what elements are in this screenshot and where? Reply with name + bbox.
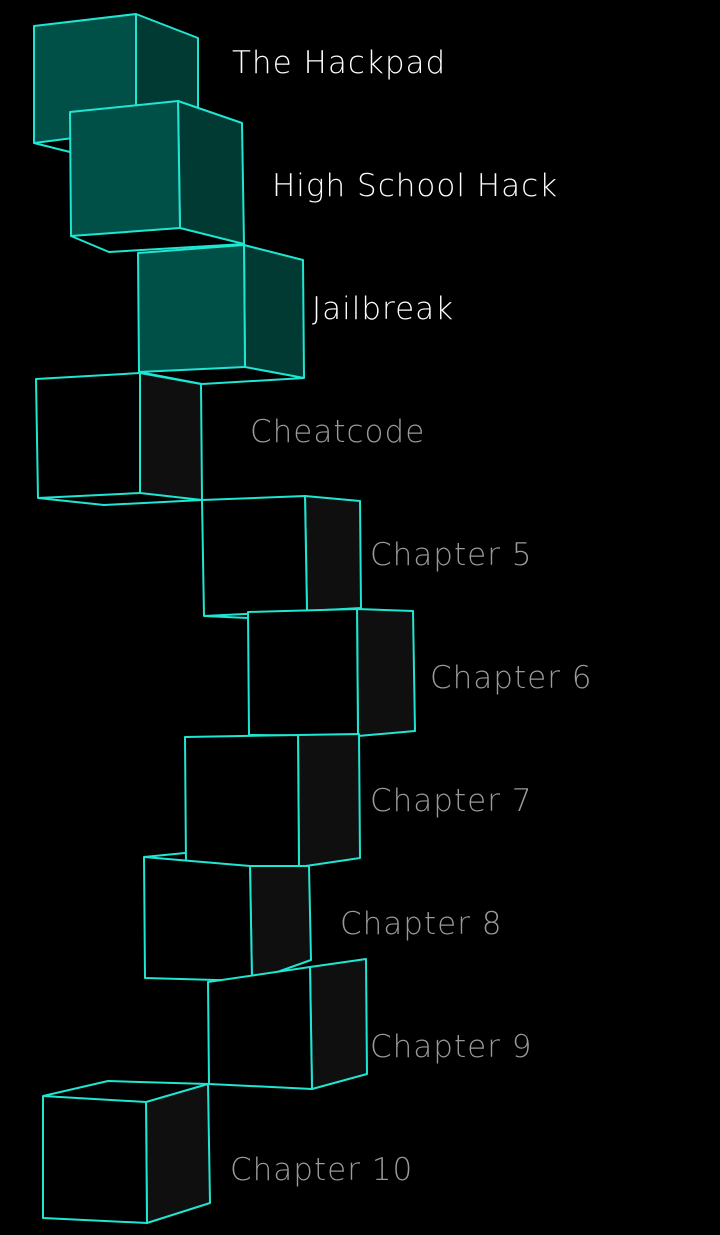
- cube-front-face: [247, 608, 359, 737]
- cube-side-face: [297, 733, 361, 868]
- cube-edge: [37, 497, 203, 506]
- level-label-7[interactable]: Chapter 7: [370, 783, 533, 819]
- cube-edge: [42, 1080, 209, 1097]
- cube-side-face: [139, 372, 203, 501]
- level-label-2[interactable]: High School Hack: [272, 168, 559, 204]
- chapter-cube-6[interactable]: [247, 608, 416, 737]
- cube-edge: [33, 142, 71, 153]
- cube-front-face: [35, 372, 141, 499]
- cube-front-face: [207, 966, 313, 1090]
- cube-front-face: [143, 856, 253, 982]
- cube-side-face: [309, 958, 368, 1090]
- cube-side-face: [145, 1083, 211, 1224]
- cube-front-face: [137, 244, 246, 373]
- cube-side-face: [249, 865, 312, 982]
- cube-edge: [203, 615, 249, 619]
- cube-side-face: [356, 608, 416, 737]
- chapter-cube-4[interactable]: [35, 372, 203, 506]
- chapter-cube-2[interactable]: [69, 100, 245, 253]
- chapter-cube-8[interactable]: [143, 856, 312, 982]
- level-label-9[interactable]: Chapter 9: [370, 1029, 533, 1065]
- cube-edge: [143, 852, 186, 858]
- chapter-cube-5[interactable]: [201, 495, 362, 619]
- level-label-3[interactable]: Jailbreak: [312, 291, 455, 327]
- cube-front-face: [42, 1095, 148, 1224]
- cube-edge: [70, 235, 245, 253]
- cube-front-face: [201, 495, 308, 617]
- level-label-1[interactable]: The Hackpad: [232, 45, 447, 81]
- chapter-cube-7[interactable]: [143, 733, 361, 868]
- level-label-8[interactable]: Chapter 8: [340, 906, 503, 942]
- level-label-10[interactable]: Chapter 10: [230, 1152, 414, 1188]
- cube-side-face: [243, 244, 305, 379]
- level-label-4[interactable]: Cheatcode: [250, 414, 426, 450]
- chapter-cube-10[interactable]: [42, 1080, 211, 1224]
- level-label-6[interactable]: Chapter 6: [430, 660, 593, 696]
- cube-front-face: [184, 734, 300, 868]
- chapter-cube-3[interactable]: [137, 244, 305, 385]
- chapter-cube-9[interactable]: [207, 958, 368, 1090]
- cube-side-face: [177, 100, 245, 245]
- cube-front-face: [69, 100, 181, 237]
- cube-side-face: [304, 495, 362, 612]
- level-label-5[interactable]: Chapter 5: [370, 537, 533, 573]
